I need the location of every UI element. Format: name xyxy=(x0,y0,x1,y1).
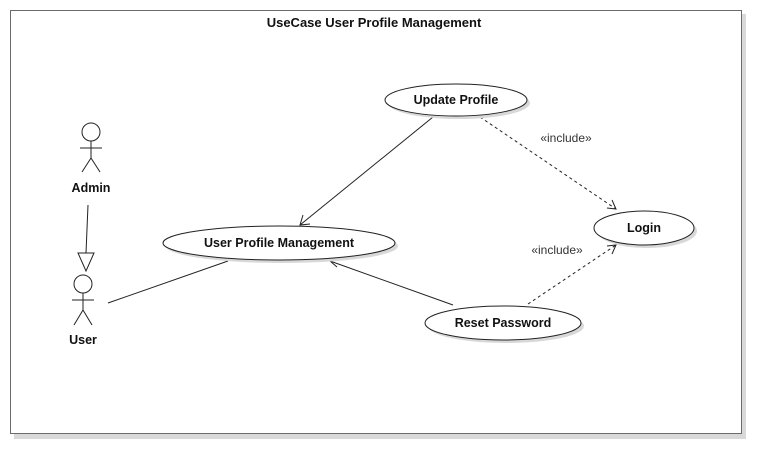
use-case-reset-password-label: Reset Password xyxy=(455,316,552,330)
arrowhead-include-reset-login xyxy=(606,244,617,255)
use-case-update-profile[interactable]: Update Profile xyxy=(384,83,530,119)
generalization-arrowhead xyxy=(77,252,95,273)
actor-admin-label: Admin xyxy=(72,181,111,195)
association-reset-upm xyxy=(329,260,454,306)
include-label-update-login: «include» xyxy=(540,131,592,145)
actor-admin-head xyxy=(81,122,101,142)
use-case-user-profile-management-label: User Profile Management xyxy=(204,236,355,250)
actor-admin[interactable]: Admin xyxy=(72,122,111,195)
arrowhead-update-upm xyxy=(299,214,311,226)
use-case-user-profile-management[interactable]: User Profile Management xyxy=(162,225,398,263)
association-update-upm xyxy=(299,116,434,226)
actor-user-head xyxy=(73,274,93,294)
use-case-update-profile-label: Update Profile xyxy=(414,93,499,107)
relations xyxy=(77,116,617,306)
use-case-login[interactable]: Login xyxy=(593,210,697,248)
use-case-login-label: Login xyxy=(627,221,661,235)
include-label-reset-login: «include» xyxy=(531,243,583,257)
diagram-title: UseCase User Profile Management xyxy=(267,15,482,30)
use-case-reset-password[interactable]: Reset Password xyxy=(424,305,584,343)
actor-user-label: User xyxy=(69,333,97,347)
arrowhead-include-update-login xyxy=(606,199,617,210)
association-user-upm xyxy=(107,260,229,304)
generalization-line xyxy=(85,204,89,254)
actor-user[interactable]: User xyxy=(69,274,97,347)
